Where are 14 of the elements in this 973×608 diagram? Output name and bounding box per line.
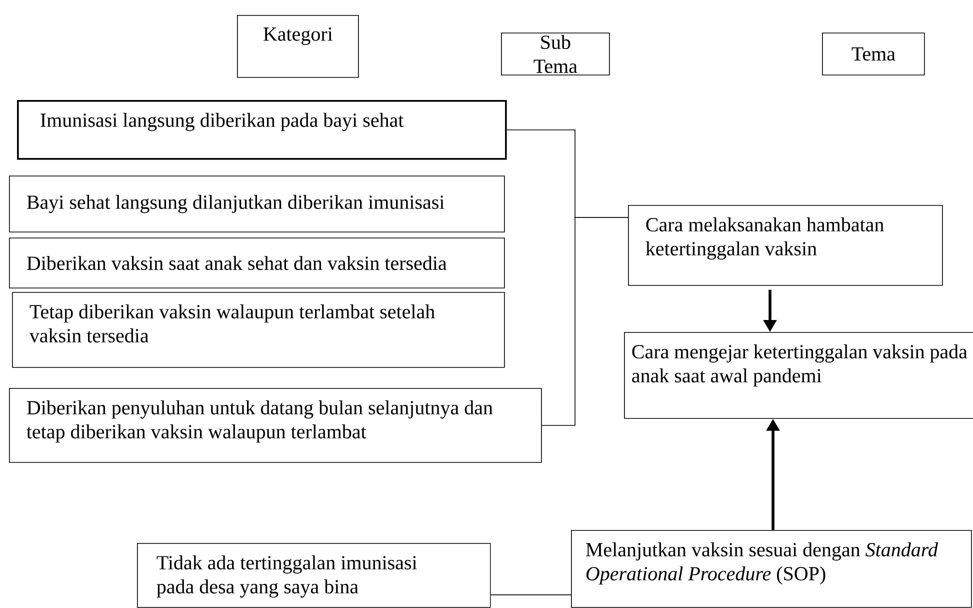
category-box: Tidak ada tertinggalan imunisasi pada desa yang saya bina — [137, 543, 491, 608]
category-box: Imunisasi langsung diberikan pada bayi sehat — [17, 100, 507, 160]
connector-line — [490, 594, 572, 596]
category-box: Diberikan penyuluhan untuk datang bulan selanjutnya dan tetap diberikan vaksin walaupun terlambat — [9, 388, 542, 463]
theme-box: Cara mengejar ketertinggalan vaksin pada anak saat awal pandemi — [624, 332, 973, 419]
subtheme-box: Cara melaksanakan hambatan ketertinggalan vaksin — [628, 205, 943, 286]
bracket-connector — [541, 217, 628, 426]
category-box: Tetap diberikan vaksin walaupun terlambat setelah vaksin tersedia — [12, 292, 505, 368]
subtheme-box: Melanjutkan vaksin sesuai dengan Standard Operational Procedure (SOP) — [571, 530, 972, 608]
header-box: Kategori — [237, 15, 359, 78]
category-box: Diberikan vaksin saat anak sehat dan vaksin tersedia — [9, 238, 505, 288]
header-box: Tema — [822, 32, 925, 76]
header-box: Sub Tema — [501, 32, 610, 76]
category-box: Bayi sehat langsung dilanjutkan diberikan imunisasi — [9, 176, 505, 232]
